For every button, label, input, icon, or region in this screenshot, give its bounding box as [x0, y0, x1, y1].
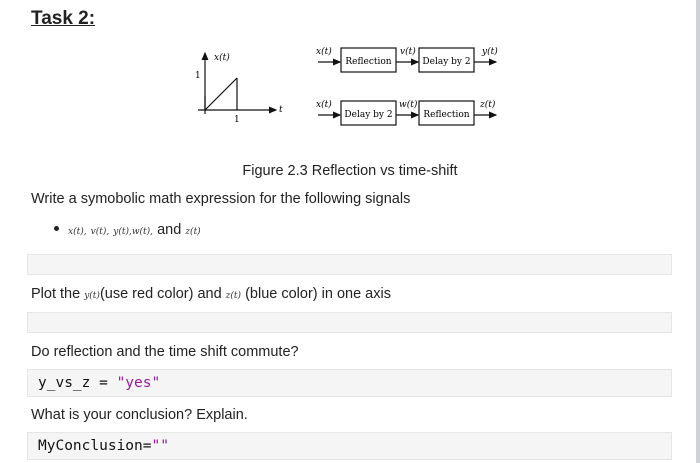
signal-z: z(t)	[185, 227, 201, 237]
top-block2-label: Delay by 2	[422, 57, 470, 67]
bullet-dot	[54, 225, 59, 231]
task-title: Task 2:	[31, 8, 96, 29]
q2-post: (blue color) in one axis	[245, 286, 391, 302]
question-4-text: What is your conclusion? Explain.	[31, 407, 248, 423]
top-reflection-block	[340, 47, 397, 73]
question-1-text: Write a symobolic math expression for th…	[31, 191, 411, 207]
ramp-line	[204, 77, 238, 111]
q2-pre: Plot the	[31, 286, 81, 302]
bottom-input-label: x(t)	[316, 99, 332, 110]
code-line-y-vs-z: y_vs_z = "yes"	[28, 370, 671, 396]
plot-tick-y: 1	[195, 71, 201, 81]
code-cell-4[interactable]: MyConclusion=""	[27, 432, 672, 460]
question-2-text: Plot the y(t)(use red color) and z(t) (b…	[31, 286, 391, 302]
q2-y-symbol: y(t)	[84, 291, 100, 301]
top-mid-label: v(t)	[400, 46, 416, 57]
top-input-label: x(t)	[316, 46, 332, 57]
code-string-yes: "yes"	[116, 375, 161, 391]
code-cell-3[interactable]: y_vs_z = "yes"	[27, 369, 672, 397]
scrollbar-edge[interactable]	[696, 0, 700, 463]
bottom-block1-label: Delay by 2	[344, 110, 392, 120]
and-word: and	[157, 222, 182, 238]
plot-tick-x: 1	[234, 115, 240, 125]
code-line-conclusion: MyConclusion=""	[28, 433, 671, 459]
top-output-label: y(t)	[481, 46, 498, 57]
bottom-delay-block	[340, 100, 397, 126]
code-string-empty: ""	[151, 438, 169, 454]
figure-caption: Figure 2.3 Reflection vs time-shift	[242, 163, 458, 179]
bottom-block2-label: Reflection	[423, 110, 469, 120]
figure-2-3: x(t) t 1 1 x(t) Reflection v(t) Delay by…	[195, 46, 498, 126]
plot-x-label: t	[279, 105, 283, 115]
signal-list-item: x(t), v(t), y(t),w(t), and z(t)	[54, 222, 201, 238]
top-delay-block	[418, 47, 475, 73]
bottom-mid-label: w(t)	[399, 99, 418, 110]
code-var-y-vs-z: y_vs_z =	[38, 375, 117, 391]
q2-mid: (use red color) and	[99, 286, 222, 302]
code-cell-2[interactable]	[27, 312, 672, 333]
signal-y: y(t),	[113, 227, 132, 237]
signal-x: x(t),	[68, 227, 87, 237]
signal-plot: x(t) t 1 1	[195, 51, 283, 125]
plot-y-label: x(t)	[214, 52, 230, 63]
bottom-reflection-block	[418, 100, 475, 126]
top-block-chain: x(t) Reflection v(t) Delay by 2 y(t)	[316, 46, 498, 73]
signal-w: w(t),	[131, 227, 154, 237]
bottom-block-chain: x(t) Delay by 2 w(t) Reflection z(t)	[316, 99, 498, 126]
signal-v: v(t),	[90, 227, 110, 237]
q2-z-symbol: z(t)	[225, 291, 242, 301]
code-var-conclusion: MyConclusion=	[38, 438, 152, 454]
bottom-output-label: z(t)	[479, 99, 496, 110]
question-3-text: Do reflection and the time shift commute…	[31, 344, 299, 360]
code-cell-1[interactable]	[27, 254, 672, 275]
top-block1-label: Reflection	[345, 57, 391, 67]
